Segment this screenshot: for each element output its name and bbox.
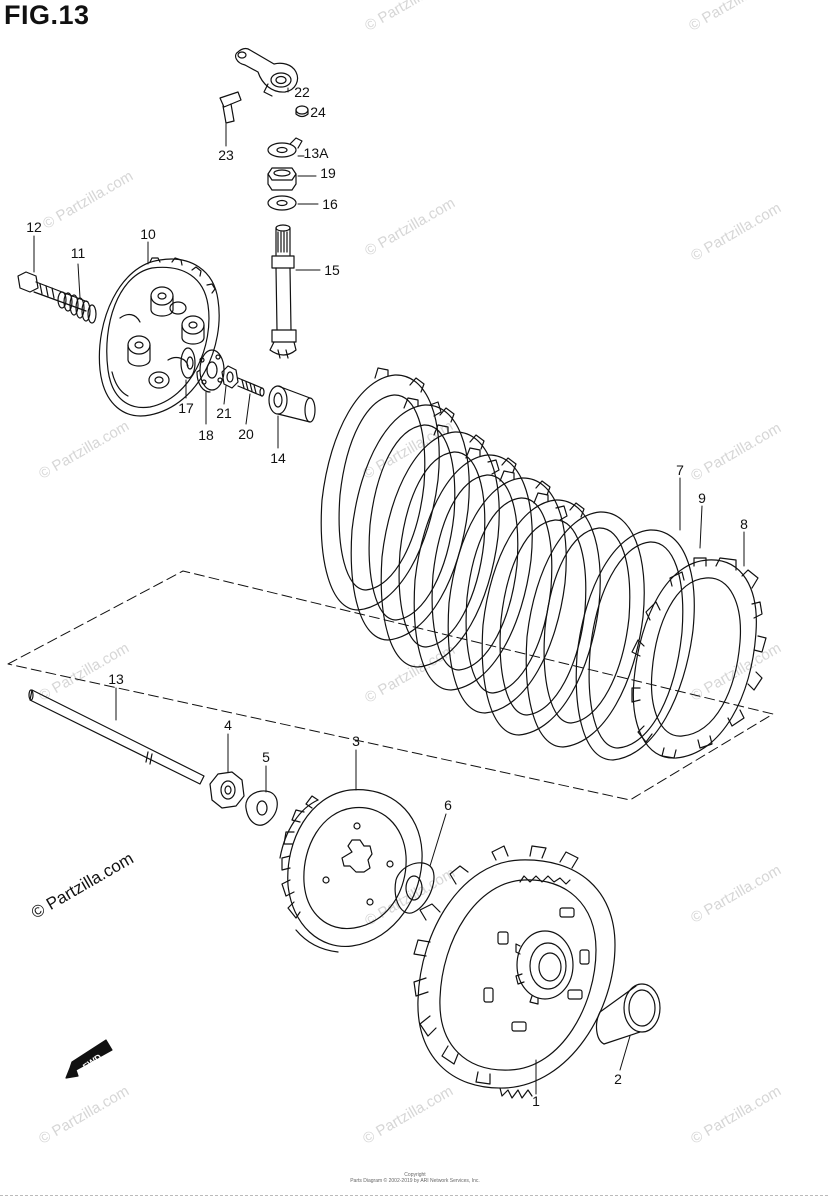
copyright-line-2: Parts Diagram © 2002-2019 by ARI Network… [350,1178,480,1184]
callout-4[interactable]: 4 [224,717,232,733]
callout-14[interactable]: 14 [270,450,286,466]
plate-group-outline [7,570,774,801]
part-14-push-piece [268,385,316,423]
callout-19[interactable]: 19 [320,165,336,181]
part-5-washer [245,790,278,826]
part-18-bearing [196,349,225,393]
leader-lines [33,87,745,1095]
callout-8[interactable]: 8 [740,516,748,532]
part-4-nut [209,771,245,809]
callout-24[interactable]: 24 [310,104,326,120]
callout-6[interactable]: 6 [444,797,452,813]
fwd-arrow-icon [65,1039,113,1079]
part-21-nut [221,365,239,389]
bottom-divider [0,1195,828,1196]
part-6-thrust-washer [394,862,435,914]
callout-20[interactable]: 20 [238,426,254,442]
callout-12[interactable]: 12 [26,219,42,235]
callout-13[interactable]: 13 [108,671,124,687]
callout-23[interactable]: 23 [218,147,234,163]
part-13-push-rod [28,689,205,785]
fwd-indicator: FWD [62,1040,116,1084]
copyright-line-1: Copyright [404,1172,426,1178]
part-1-clutch-housing [413,845,616,1099]
part-7-9-plate-stack [320,367,695,761]
part-2-spacer [595,983,661,1045]
part-17-washer [180,347,196,379]
callout-21[interactable]: 21 [216,405,232,421]
callout-5[interactable]: 5 [262,749,270,765]
callout-11[interactable]: 11 [70,245,86,261]
part-15-release-shaft [269,224,297,359]
callout-22[interactable]: 22 [294,84,310,100]
part-3-sleeve-hub [279,789,423,953]
callout-2[interactable]: 2 [614,1071,622,1087]
callout-17[interactable]: 17 [178,400,194,416]
callout-3[interactable]: 3 [352,733,360,749]
part-20-screw [237,377,265,397]
copyright-notice: Copyright Parts Diagram © 2002-2019 by A… [330,1172,500,1184]
part-13A-washer [267,137,303,158]
callout-15[interactable]: 15 [324,262,340,278]
callout-13A[interactable]: 13A [303,145,329,161]
callout-18[interactable]: 18 [198,427,214,443]
part-24-screw [295,105,309,118]
part-10-pressure-plate [98,257,220,417]
part-11-spring [57,291,97,324]
fwd-label: FWD [80,1052,104,1072]
part-16-washer [267,195,297,211]
part-19-nut [267,167,297,191]
part-8-ring [631,557,767,759]
part-22-release-arm [235,47,299,97]
callout-7[interactable]: 7 [676,462,684,478]
callout-1[interactable]: 1 [532,1093,540,1109]
part-23-bolt [219,91,242,124]
figure-title: FIG.13 [4,0,90,30]
callout-9[interactable]: 9 [698,490,706,506]
callout-10[interactable]: 10 [140,226,156,242]
callout-16[interactable]: 16 [322,196,338,212]
